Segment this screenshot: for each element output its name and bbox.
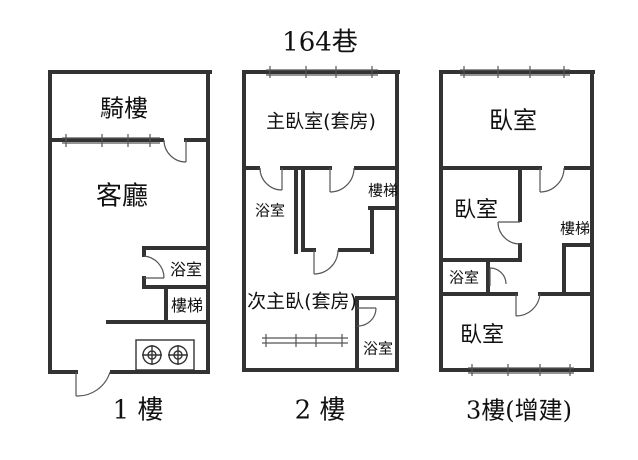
floor1-caption: 1 樓 bbox=[112, 395, 164, 426]
floor1-window-interior bbox=[62, 134, 160, 147]
room-master-suite-label: 主臥室(套房) bbox=[266, 110, 376, 133]
floor3-caption: 3樓(增建) bbox=[466, 396, 572, 425]
room-second-suite-label: 次主臥(套房) bbox=[247, 290, 357, 313]
room-f3-bath-label: 浴室 bbox=[448, 268, 480, 287]
floor1-walls bbox=[48, 70, 212, 374]
room-f3-middle-bedroom-label: 臥室 bbox=[453, 198, 499, 223]
door-f3-top bbox=[539, 167, 565, 193]
floor2-window-top bbox=[266, 66, 378, 78]
room-living-label: 客廳 bbox=[95, 181, 149, 212]
room-f2-stairs-label: 樓梯 bbox=[367, 181, 399, 200]
door-f3-bath bbox=[489, 267, 507, 286]
door-f2-bath bbox=[259, 167, 283, 191]
room-f2-lower-bath-label: 浴室 bbox=[362, 339, 394, 358]
room-f1-bath-label: 浴室 bbox=[169, 260, 203, 279]
door-f2-second bbox=[313, 249, 339, 275]
floor2-window-bottom bbox=[262, 334, 348, 347]
floor3-window-top bbox=[460, 66, 570, 78]
street-title: 164巷 bbox=[282, 27, 358, 58]
room-arcade-label: 騎樓 bbox=[100, 94, 148, 123]
door-f1-entry bbox=[75, 371, 111, 397]
floor3-walls bbox=[439, 70, 595, 372]
room-f1-stairs-label: 樓梯 bbox=[170, 296, 204, 315]
room-f3-top-bedroom-label: 臥室 bbox=[489, 106, 537, 135]
door-f2-master bbox=[329, 167, 355, 193]
room-f2-upper-bath-label: 浴室 bbox=[254, 201, 286, 220]
stove-icon bbox=[135, 339, 195, 371]
door-f3-middle bbox=[497, 221, 521, 245]
floor2-caption: 2 樓 bbox=[294, 395, 346, 426]
floor3-window-bottom bbox=[468, 364, 574, 376]
door-f1-arcade bbox=[163, 139, 187, 163]
door-f2-lowerbath bbox=[356, 307, 377, 327]
room-f3-stairs-label: 樓梯 bbox=[559, 219, 591, 238]
door-f3-bottom bbox=[515, 293, 541, 317]
room-f3-bottom-bedroom-label: 臥室 bbox=[459, 323, 505, 348]
door-f1-bath bbox=[143, 255, 165, 279]
